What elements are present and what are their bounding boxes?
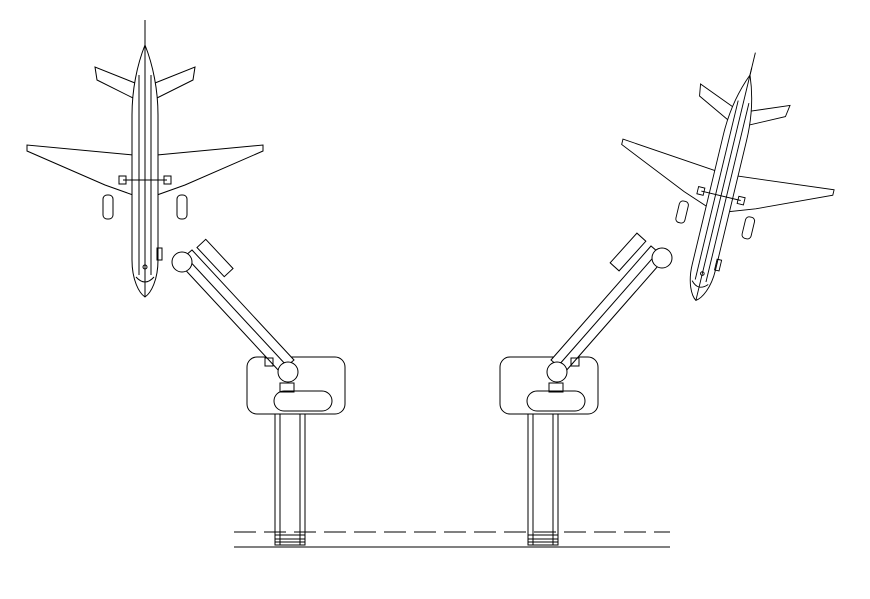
left-aircraft [26, 19, 264, 298]
left-jet-bridge [171, 238, 299, 393]
right-jet-bridge [546, 232, 673, 393]
left-gate-building [246, 356, 346, 546]
